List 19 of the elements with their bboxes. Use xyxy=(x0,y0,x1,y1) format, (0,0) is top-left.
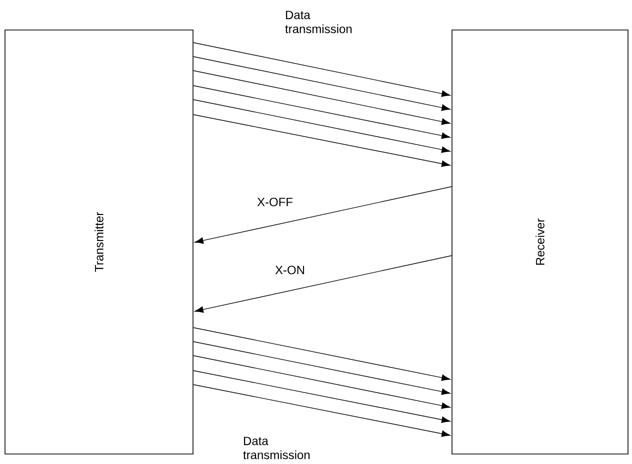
edge-label: X-OFF xyxy=(256,196,294,208)
group-label: Data transmission xyxy=(243,436,310,460)
station-box: Receiver xyxy=(452,30,628,454)
arrow xyxy=(193,384,450,437)
arrow xyxy=(193,114,450,167)
arrow xyxy=(193,42,450,97)
arrow xyxy=(193,327,450,381)
arrow xyxy=(193,99,450,153)
arrow xyxy=(193,355,450,409)
group-label: Data transmission xyxy=(285,10,352,34)
edge-label: X-ON xyxy=(274,264,306,276)
station-box: Transmitter xyxy=(4,30,194,454)
arrow xyxy=(193,341,450,395)
arrow xyxy=(194,186,452,244)
arrow xyxy=(193,85,450,139)
arrow xyxy=(193,70,450,125)
arrow xyxy=(193,370,450,423)
arrow xyxy=(194,255,452,313)
arrow xyxy=(193,56,450,111)
